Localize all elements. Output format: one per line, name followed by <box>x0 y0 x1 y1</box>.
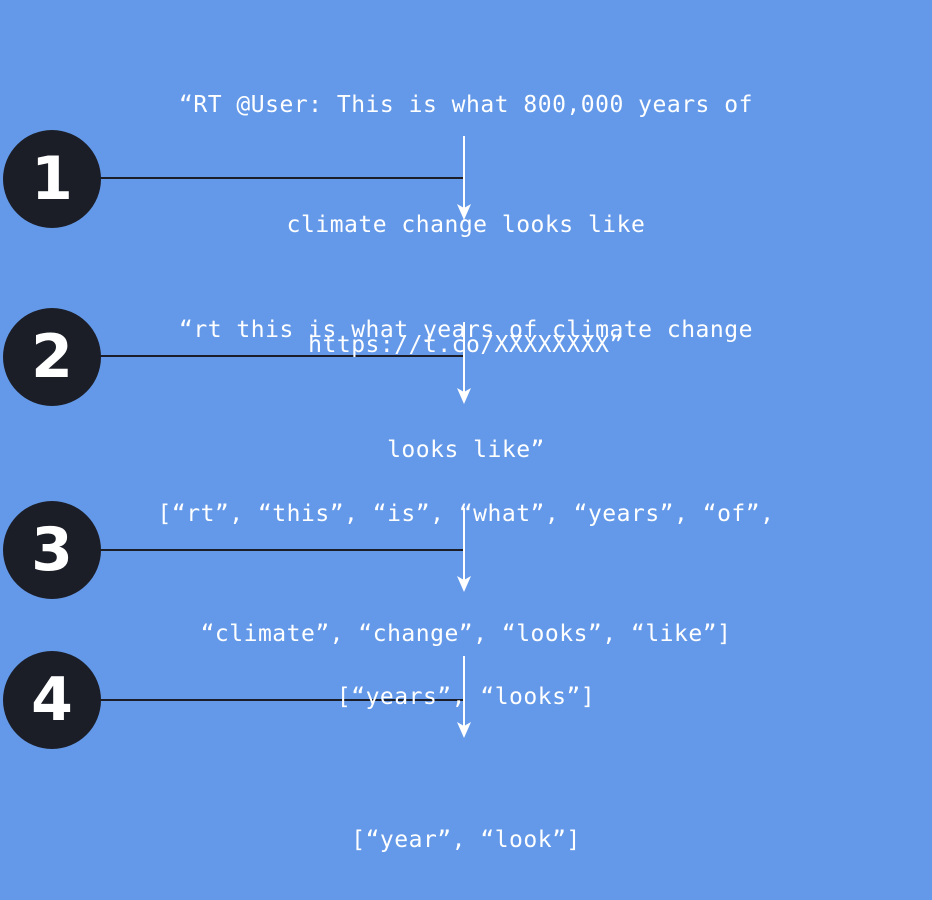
tokenized-text: [“rt”, “this”, “is”, “what”, “years”, “o… <box>0 414 932 694</box>
stemmed-tokens-line-1: [“year”, “look”] <box>351 827 581 853</box>
tokenized-text-line-1: [“rt”, “this”, “is”, “what”, “years”, “o… <box>157 501 775 527</box>
cleaned-text-line-1: “rt this is what years of climate change <box>179 317 753 343</box>
raw-tweet-text: “RT @User: This is what 800,000 years of… <box>0 5 932 405</box>
filtered-tokens: [“years”, “looks”] <box>0 597 932 757</box>
step-2-badge: 2 <box>3 308 101 406</box>
step-4-badge: 4 <box>3 651 101 749</box>
raw-tweet-line-2: climate change looks like <box>286 212 646 238</box>
raw-tweet-line-3: https://t.co/XXXXXXXX” <box>308 332 624 358</box>
step-3-badge: 3 <box>3 501 101 599</box>
step-1-badge: 1 <box>3 130 101 228</box>
stemmed-tokens: [“year”, “look”] <box>0 740 932 900</box>
tokenized-text-line-2: “climate”, “change”, “looks”, “like”] <box>200 621 732 647</box>
filtered-tokens-line-1: [“years”, “looks”] <box>336 684 596 710</box>
raw-tweet-line-1: “RT @User: This is what 800,000 years of <box>179 92 753 118</box>
cleaned-text-line-2: looks like” <box>387 437 545 463</box>
cleaned-text: “rt this is what years of climate change… <box>0 230 932 510</box>
